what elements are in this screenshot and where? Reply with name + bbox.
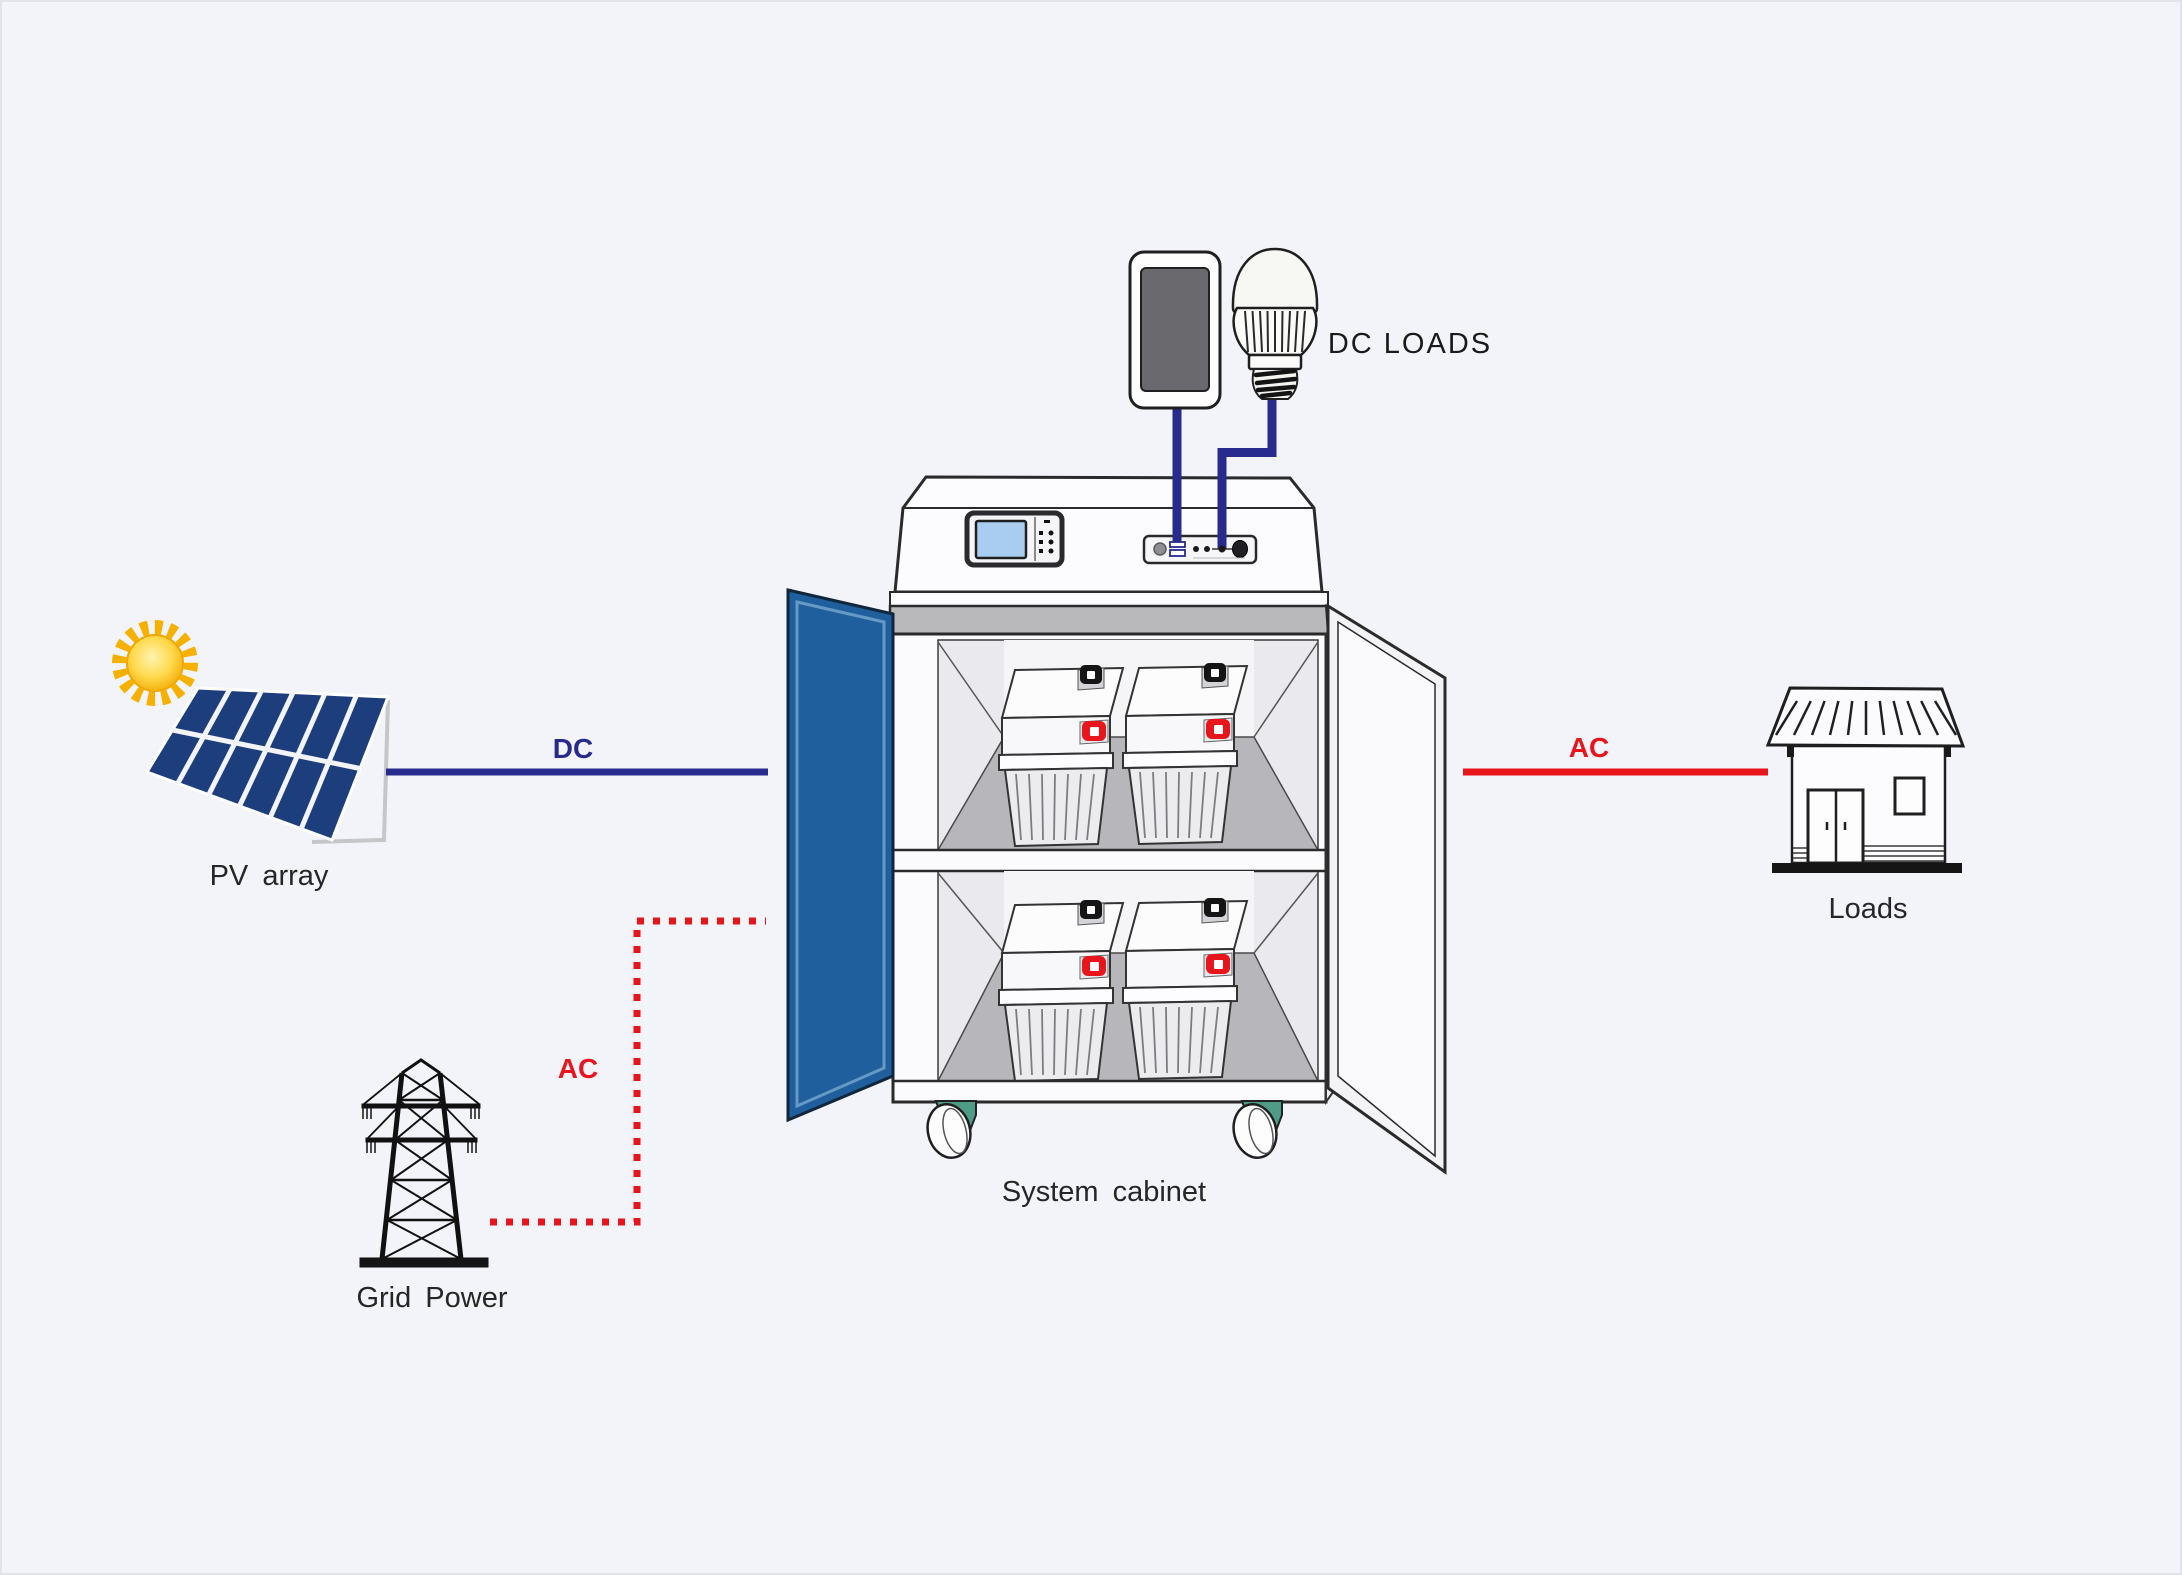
lower-bay [936,871,1320,1082]
light-bulb-icon [1231,247,1319,400]
shelf-divider [891,848,1328,873]
upper-bay [936,640,1320,851]
grid-tower-icon [359,1058,489,1268]
ac-grid-label: AC [558,1053,598,1084]
system-cabinet-icon [786,399,1447,1175]
grid-power-label: Grid Power [356,1282,507,1314]
roof-hatching [1774,700,1958,736]
control-indicators [1039,520,1054,554]
pv-array-icon [144,686,391,844]
control-panel [964,510,1065,568]
house-base [1772,863,1962,873]
cabinet-left-door [786,588,895,1123]
control-screen [974,519,1028,560]
cabinet-top-unit [893,475,1324,594]
phone-icon [1128,250,1222,410]
port-glyphs [1153,540,1248,559]
pv-stand [311,699,390,844]
house-window [1893,776,1926,816]
phone-screen [1140,267,1210,392]
sun-icon [112,620,198,706]
pv-panel-grid [171,688,361,830]
dc-loads-label: DC LOADS [1328,328,1492,360]
ac-out-label: AC [1569,732,1609,763]
loads-label: Loads [1828,893,1907,925]
cabinet-top-band [888,604,1330,636]
tower-insulators [362,1108,480,1153]
dc-line-label: DC [553,733,593,764]
ac-dotted-line [490,917,766,1226]
bulb-fins [1244,310,1306,353]
cabinet-right-door [1326,603,1447,1175]
bulb-cable [1217,399,1277,549]
system-cabinet-label: System cabinet [1002,1176,1206,1208]
house-icon [1765,686,1966,873]
house-siding [1793,845,1944,862]
pv-array-label: PV array [210,860,329,892]
